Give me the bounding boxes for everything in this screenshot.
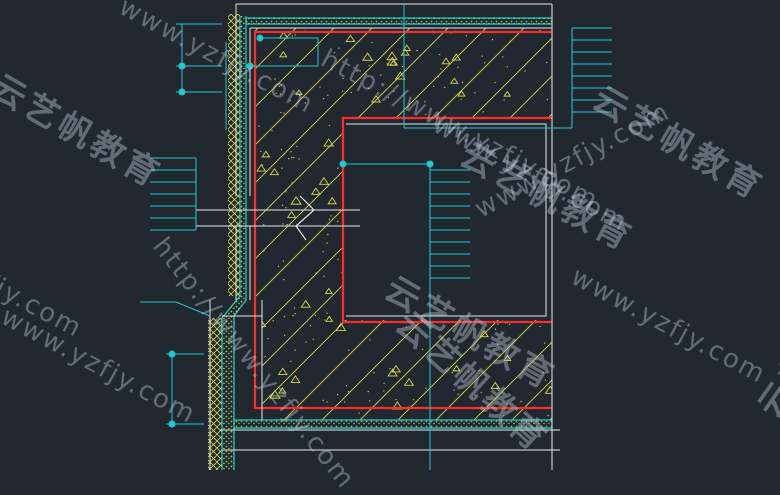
protective-layer [221, 16, 552, 470]
structure-outlines [196, 3, 560, 470]
cad-drawing-canvas [140, 3, 612, 470]
concrete-wall-body [255, 28, 552, 420]
dimension-annotations [140, 4, 612, 470]
